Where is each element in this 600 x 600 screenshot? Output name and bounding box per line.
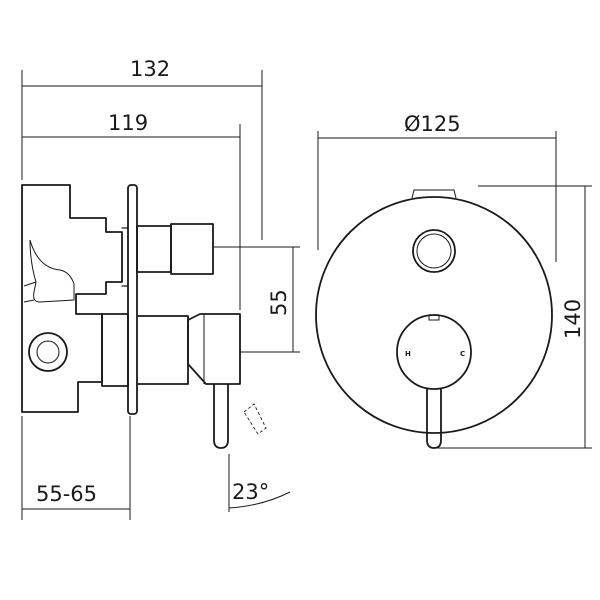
dim-label-132: 132 <box>130 57 170 81</box>
dim-label-140: 140 <box>561 299 585 339</box>
valve-body-inner-contour <box>29 239 75 303</box>
diverter-knob <box>170 223 214 275</box>
inlet-port-inner <box>36 340 60 364</box>
dim-label-55-vertical: 55 <box>267 289 291 316</box>
lever-rotated-dashed <box>243 403 267 435</box>
mixer-collar <box>101 313 129 387</box>
dim-label-23deg: 23° <box>232 480 269 504</box>
front-lever <box>426 388 442 449</box>
front-view-dimensions: Ø125 140 <box>317 112 592 449</box>
dim-label-55-65: 55-65 <box>36 482 97 506</box>
mixer-sleeve <box>137 315 189 385</box>
dim-label-dia125: Ø125 <box>404 112 461 136</box>
mixer-hub <box>187 313 241 385</box>
valve-body-seam <box>23 281 37 303</box>
wall-plate-edge <box>127 184 138 415</box>
plate-top-tab <box>411 189 457 199</box>
diverter-collar <box>136 225 172 273</box>
dim-arc-23deg <box>228 491 291 509</box>
valve-body-outline <box>21 184 123 413</box>
front-diverter-knob-inner <box>416 233 452 269</box>
front-wall-plate <box>315 196 553 434</box>
front-mixer-hub <box>396 314 472 390</box>
lever-side <box>213 384 229 449</box>
side-view <box>21 184 267 449</box>
side-view-dimensions: 132 119 55 55-65 23° <box>21 57 300 520</box>
front-mixer-top-mark <box>428 315 440 321</box>
hot-mark: H <box>405 350 411 358</box>
cold-mark: C <box>460 350 465 358</box>
front-view: H C <box>315 189 553 449</box>
front-diverter-knob-outer <box>412 229 456 273</box>
dim-label-119: 119 <box>108 111 148 135</box>
diverter-stem <box>121 227 129 287</box>
inlet-port-outer <box>28 332 68 372</box>
